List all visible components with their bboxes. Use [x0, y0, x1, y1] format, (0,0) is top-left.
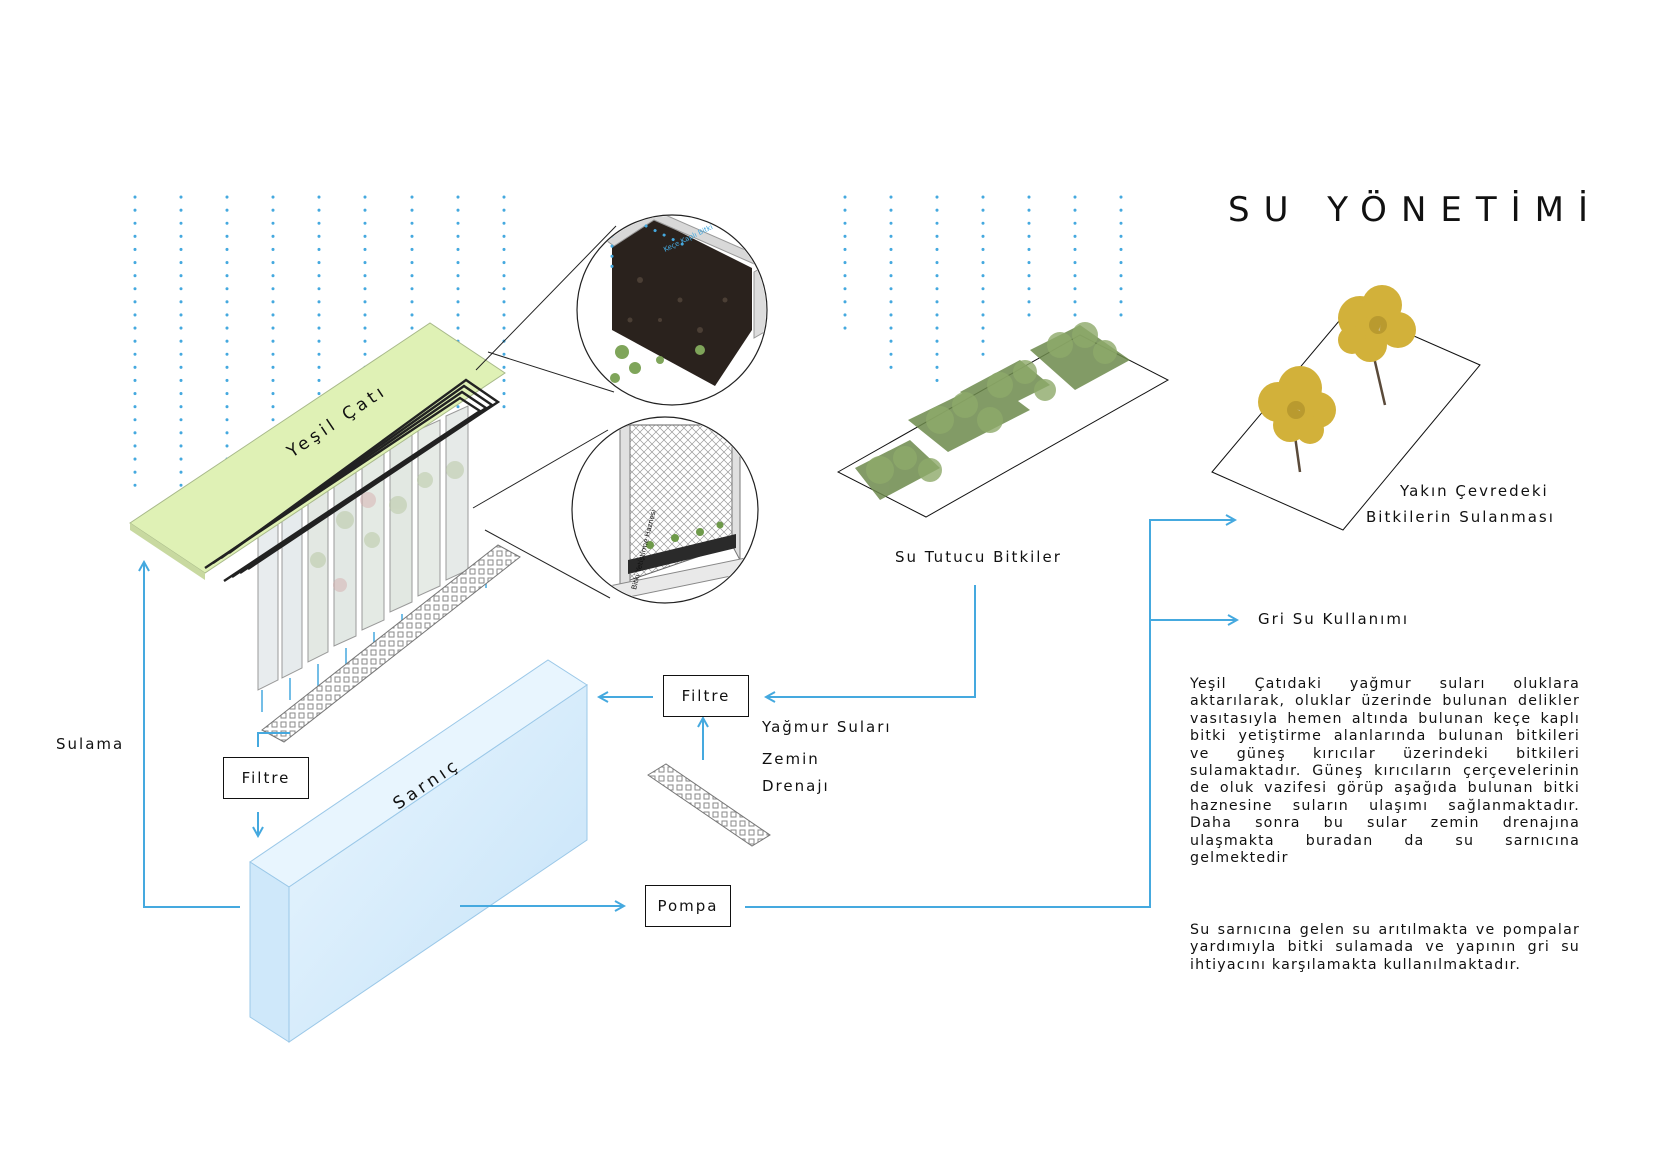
plants-to-filter-line: [766, 585, 976, 697]
nearby-plants-label-line1: Yakın Çevredeki: [1400, 482, 1549, 500]
detail-circle-felt: Keçe Kaplı Bitki Yetiştirme Alanı: [475, 214, 768, 406]
filter-box-left: Filtre: [223, 757, 309, 799]
description-paragraph-1: Yeşil Çatıdaki yağmur suları oluklara ak…: [1190, 676, 1580, 867]
nearby-plants-label-line2: Bitkilerin Sulanması: [1366, 508, 1555, 526]
filter-box-right: Filtre: [663, 675, 749, 717]
water-retaining-plants-bed: [836, 322, 1170, 518]
sunshade-panels: [257, 405, 487, 712]
grey-water-label: Gri Su Kullanımı: [1258, 610, 1410, 628]
drain-grate-roof: [261, 544, 521, 743]
irrigation-label: Sulama: [56, 735, 125, 753]
flow-lines: [144, 520, 1237, 907]
pump-distribution-line: [745, 520, 1235, 908]
rain-dots-right: [843, 195, 1123, 392]
water-retaining-plants-label: Su Tutucu Bitkiler: [895, 548, 1062, 566]
drain-grate-ground: [647, 763, 771, 847]
cistern-tank: [249, 659, 588, 1043]
description-paragraph-2: Su sarnıcına gelen su arıtılmakta ve pom…: [1190, 922, 1580, 973]
rainwater-label: Yağmur Suları: [762, 718, 892, 736]
detail-circle-planter: Bitki Yetiştirme Haznesi: [472, 416, 759, 604]
nearby-trees-plot: [1211, 285, 1481, 531]
irrigation-return-line: [144, 562, 240, 908]
green-roof: [129, 322, 506, 582]
roof-to-filter-line: [257, 732, 290, 747]
ground-label: Zemin: [762, 750, 820, 768]
drainage-label: Drenajı: [762, 777, 830, 795]
pump-box: Pompa: [645, 885, 731, 927]
page-title: SU YÖNETİMİ: [1228, 190, 1603, 230]
